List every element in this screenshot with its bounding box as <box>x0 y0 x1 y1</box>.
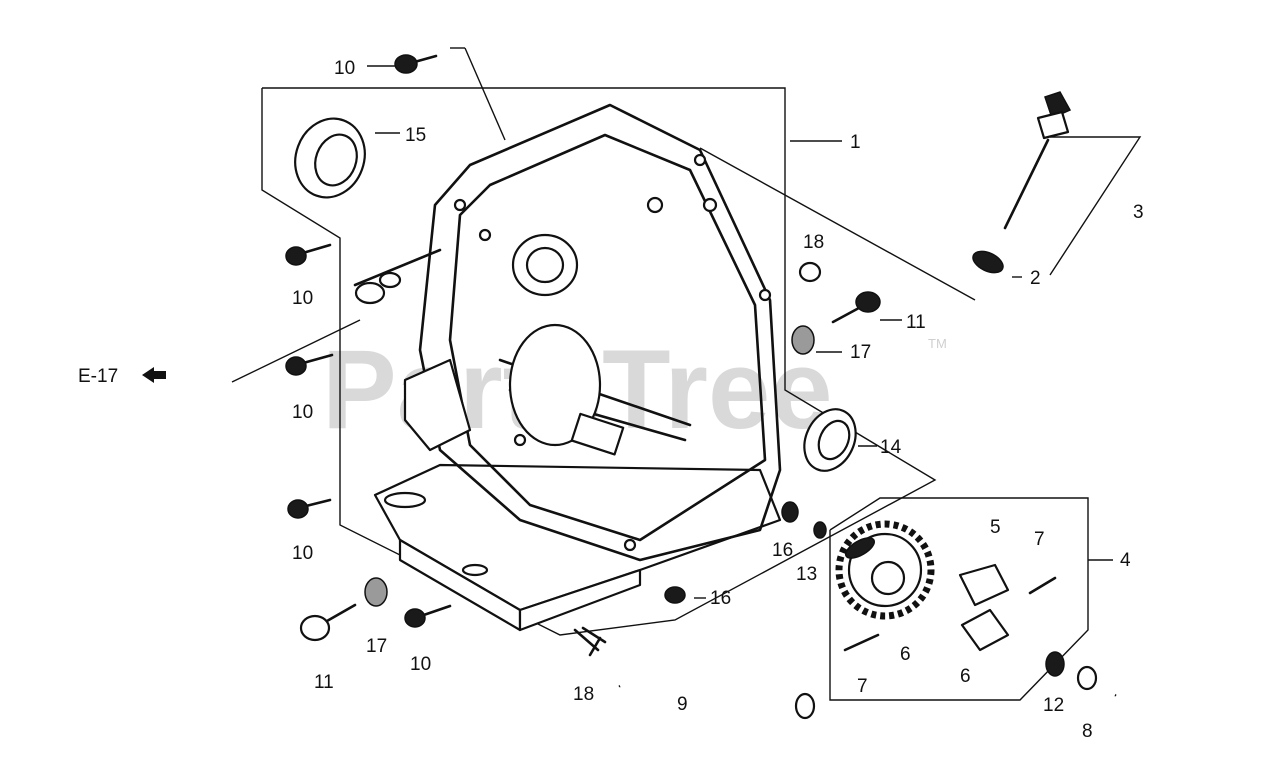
callout-18-top: 18 <box>803 232 824 253</box>
callout-8: 8 <box>1082 721 1093 742</box>
callout-16-center: 16 <box>710 588 731 609</box>
callout-11-right: 11 <box>906 312 926 333</box>
callout-5: 5 <box>990 517 1001 538</box>
reference-label: E-17 <box>78 366 118 387</box>
callout-1: 1 <box>850 132 861 153</box>
watermark-trademark: TM <box>928 336 947 351</box>
callout-6-gear: 6 <box>900 644 911 665</box>
clip-part-13 <box>813 521 827 539</box>
washer-part-12 <box>1045 651 1065 677</box>
callout-9: 9 <box>677 694 688 715</box>
group-bracket-dipstick <box>1049 136 1142 276</box>
group-bracket-governor <box>829 497 1089 701</box>
bolt-part-10-c <box>287 498 332 519</box>
callout-7-right: 7 <box>1034 529 1045 550</box>
oil-seal-part-15 <box>294 117 366 199</box>
bolt-part-10-top <box>394 54 438 74</box>
bolt-part-10-b <box>285 353 334 376</box>
callout-13: 13 <box>796 564 817 585</box>
callout-6-weight: 6 <box>960 666 971 687</box>
flange-bolt-part-11-bottom <box>299 603 357 642</box>
o-ring-part-2 <box>972 250 1004 274</box>
dowel-pin-part-18-top <box>798 261 822 283</box>
callout-7-left: 7 <box>857 676 868 697</box>
callout-18-bottom: 18 <box>573 684 594 705</box>
callout-17-right: 17 <box>850 342 871 363</box>
callout-10-b: 10 <box>292 402 313 423</box>
leader-lines <box>231 47 1113 599</box>
weight-part-5 <box>958 563 1010 607</box>
breather-tube-part <box>179 334 236 401</box>
washer-part-17-right <box>791 325 815 355</box>
governor-gear-part-6 <box>835 520 935 620</box>
group-bracket-crankcase <box>261 87 937 636</box>
callout-11-bottom: 11 <box>314 672 334 693</box>
callout-4: 4 <box>1120 550 1131 571</box>
shaft-part-9 <box>618 627 816 720</box>
callout-10-c: 10 <box>292 543 313 564</box>
bolt-part-10-d <box>404 604 452 628</box>
flange-bolt-part-11-right <box>831 291 881 324</box>
weight-part-6-lower <box>960 608 1010 652</box>
callout-10-d: 10 <box>410 654 431 675</box>
callout-14: 14 <box>880 437 902 458</box>
pin-part-7-left <box>843 633 880 652</box>
callout-16-right: 16 <box>772 540 793 561</box>
reference-arrow-e17: E-17 <box>78 366 166 387</box>
bolt-part-16-right <box>781 501 799 523</box>
bolt-part-10-a <box>285 243 332 266</box>
bolt-part-16-center <box>664 586 686 604</box>
callout-2: 2 <box>1030 268 1041 289</box>
callout-10-a: 10 <box>292 288 313 309</box>
clip-part-18-bottom <box>573 626 607 657</box>
crankcase-part <box>353 103 782 632</box>
callout-12: 12 <box>1043 695 1064 716</box>
pin-part-7-right <box>1028 576 1057 595</box>
bearing-part-14 <box>803 408 857 472</box>
dipstick-part-3 <box>1003 91 1072 230</box>
callout-3: 3 <box>1133 202 1144 223</box>
washer-part-17-bottom <box>364 577 388 607</box>
callout-10-top: 10 <box>334 58 355 79</box>
callout-15: 15 <box>405 125 426 146</box>
collar-part-8 <box>1076 665 1118 701</box>
callout-17-bottom: 17 <box>366 636 387 657</box>
